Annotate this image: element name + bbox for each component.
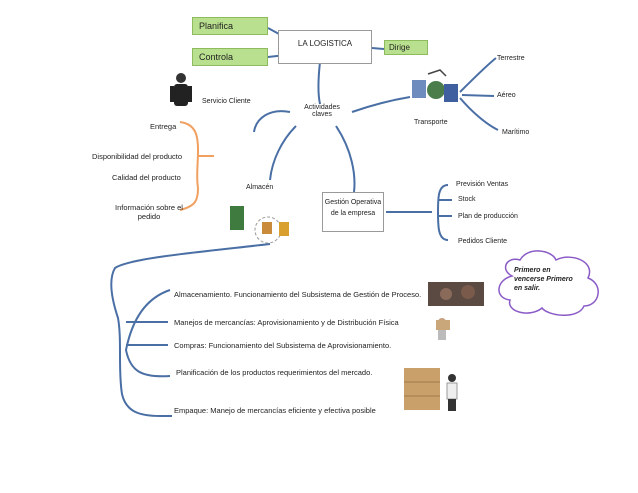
terrestre-label: Terrestre bbox=[497, 55, 525, 62]
transporte-connector bbox=[351, 96, 411, 113]
warehouse-image bbox=[230, 206, 289, 244]
subsystem-compras: Compras: Funcionamiento del Subsistema d… bbox=[174, 341, 392, 350]
pallet-worker-image bbox=[404, 368, 458, 411]
subsystem-almacenamiento: Almacenamiento. Funcionamiento del Subsi… bbox=[174, 290, 422, 299]
almacen-label: Almacén bbox=[246, 184, 274, 191]
gestion-connector bbox=[335, 125, 356, 193]
maritimo-label: Marítimo bbox=[502, 129, 530, 136]
maritimo-branch bbox=[459, 97, 499, 131]
business-woman-image bbox=[170, 73, 192, 106]
disponibilidad-label: Disponibilidad del producto bbox=[92, 152, 183, 161]
connectors bbox=[110, 27, 499, 417]
aereo-label: Aéreo bbox=[497, 92, 516, 99]
cloud-note-text: Primero en vencerse Primero en salir. bbox=[514, 267, 573, 292]
aereo-branch bbox=[461, 94, 495, 97]
subsystem-manejos: Manejos de mercancías: Aprovisionamiento… bbox=[174, 318, 399, 327]
lower-sub-bracket bbox=[124, 289, 171, 378]
servicio-connector bbox=[253, 110, 291, 133]
gestion-box: Gestión Operativa de la empresa bbox=[322, 192, 384, 232]
pedidos-cliente-label: Pedidos Cliente bbox=[458, 238, 508, 245]
calidad-label: Calidad del producto bbox=[112, 173, 181, 182]
lower-main-curve bbox=[110, 243, 271, 417]
dirige-box: Dirige bbox=[384, 40, 428, 55]
gestion-bracket bbox=[437, 184, 449, 241]
planifica-box: Planifica bbox=[192, 17, 268, 35]
actividades-node: Actividades claves bbox=[304, 104, 340, 118]
transport-image bbox=[412, 69, 458, 102]
subsystem-planificacion: Planificación de los productos requerimi… bbox=[176, 368, 373, 377]
servicio-bracket bbox=[179, 121, 214, 211]
prevision-ventas-label: Previsión Ventas bbox=[456, 181, 509, 188]
terrestre-branch bbox=[459, 57, 497, 93]
man-carrying-box-image bbox=[436, 318, 450, 340]
servicio-cliente-label: Servicio Cliente bbox=[202, 98, 251, 105]
note-cloud bbox=[498, 250, 599, 316]
boxes-photo bbox=[428, 282, 484, 306]
informacion-label: Información sobre el pedido bbox=[115, 203, 183, 221]
controla-box: Controla bbox=[192, 48, 268, 66]
dirige-connector bbox=[371, 47, 385, 50]
entrega-label: Entrega bbox=[150, 122, 177, 131]
stock-label: Stock bbox=[458, 196, 476, 203]
almacen-connector bbox=[269, 125, 297, 181]
subsystem-empaque: Empaque: Manejo de mercancías eficiente … bbox=[174, 406, 376, 415]
center-title-box: LA LOGISTICA bbox=[278, 30, 372, 64]
plan-produccion-label: Plan de producción bbox=[458, 213, 518, 220]
center-actividades-connector bbox=[317, 61, 321, 105]
transporte-label: Transporte bbox=[414, 119, 448, 126]
